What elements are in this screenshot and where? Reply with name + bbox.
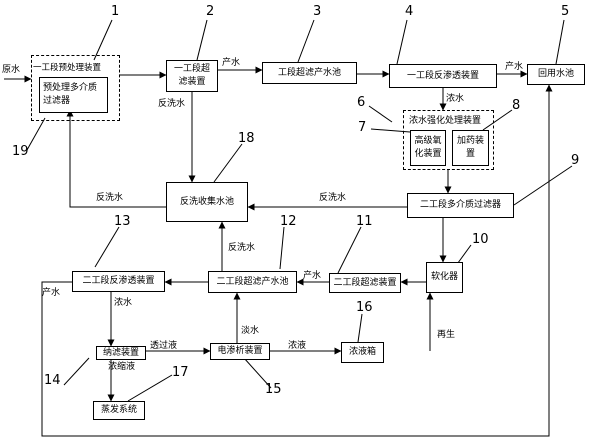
ref-number-3: 3 — [313, 4, 322, 19]
flow-fresh-ed: 淡水 — [241, 326, 260, 336]
reuse-water-tank-label: 回用水池 — [537, 69, 574, 79]
ro2-label: 二工段反渗透装置 — [82, 276, 155, 286]
raw-water-label: 原水 — [2, 65, 21, 75]
reuse-water-tank: 回用水池 — [527, 64, 585, 85]
flow-backwash-uf1: 反洗水 — [158, 99, 186, 109]
nf-label: 纳滤装置 — [102, 347, 139, 358]
concentrate-tank: 浓液箱 — [341, 342, 384, 363]
uf2-unit: 二工段超滤装置 — [329, 273, 401, 293]
ref-number-2: 2 — [206, 4, 215, 19]
flow-permeate-nf: 透过液 — [150, 341, 178, 351]
ref-number-19: 19 — [12, 144, 29, 159]
ref-number-8: 8 — [512, 98, 521, 113]
flow-product-uf1: 产水 — [222, 58, 241, 68]
flow-backwash-mmf: 反洗水 — [319, 193, 347, 203]
evaporation-system: 蒸发系统 — [93, 401, 145, 420]
ref-number-11: 11 — [356, 214, 373, 229]
evaporation-system-label: 蒸发系统 — [100, 405, 137, 415]
softener-unit: 软化器 — [426, 262, 463, 293]
flow-concentrate-ed: 浓液 — [288, 341, 307, 351]
ref-number-18: 18 — [238, 131, 255, 146]
flow-product-ro2: 产水 — [42, 288, 61, 298]
ro1-unit: 一工段反渗透装置 — [389, 64, 497, 88]
ref-number-9: 9 — [571, 153, 580, 168]
flow-regeneration: 再生 — [437, 330, 456, 340]
ro1-label: 一工段反渗透装置 — [406, 70, 479, 81]
pretreatment-group — [31, 55, 120, 121]
ref-number-12: 12 — [280, 214, 297, 229]
flow-product-uf2: 产水 — [303, 271, 322, 281]
ref-number-6: 6 — [357, 95, 366, 110]
flow-backwash-pre: 反洗水 — [96, 193, 124, 203]
uf-product-tank-1: 工段超滤产水池 — [262, 62, 357, 84]
flow-retentate-nf: 浓缩液 — [108, 362, 136, 372]
ref-number-5: 5 — [561, 4, 570, 19]
advanced-oxidation-label: 高级氧化装置 — [414, 136, 442, 159]
uf1-label: 一工段超滤装置 — [173, 64, 210, 87]
ro2-unit: 二工段反渗透装置 — [72, 271, 165, 292]
uf-product-tank-2-label: 二工段超滤产水池 — [216, 276, 289, 287]
concentrate-tank-label: 浓液箱 — [348, 347, 376, 357]
ed-unit: 电渗析装置 — [210, 343, 270, 360]
uf-product-tank-1-label: 工段超滤产水池 — [277, 67, 341, 78]
backwash-collection-tank-label: 反洗收集水池 — [179, 196, 234, 207]
ref-number-15: 15 — [265, 382, 282, 397]
nf-unit: 纳滤装置 — [96, 346, 146, 360]
pre-multimedia-filter: 预处理多介质过滤器 — [39, 77, 108, 113]
mmf2-unit: 二工段多介质过滤器 — [407, 193, 514, 218]
softener-label: 软化器 — [430, 272, 458, 282]
uf1-unit: 一工段超滤装置 — [166, 60, 218, 92]
ref-number-17: 17 — [172, 365, 189, 380]
pretreatment-group-title: 一工段预处理装置 — [33, 63, 102, 73]
ref-number-7: 7 — [358, 120, 367, 135]
ref-number-4: 4 — [405, 4, 414, 19]
ed-label: 电渗析装置 — [217, 346, 263, 356]
backwash-collection-tank: 反洗收集水池 — [166, 182, 248, 222]
mmf2-label: 二工段多介质过滤器 — [419, 200, 501, 210]
advanced-oxidation-unit: 高级氧化装置 — [410, 130, 446, 166]
flow-backwash-uf2: 反洗水 — [228, 243, 256, 253]
dosing-unit: 加药装置 — [452, 130, 489, 166]
flow-concentrate-ro1: 浓水 — [446, 94, 465, 104]
concentrate-treatment-group — [403, 110, 494, 170]
uf2-label: 二工段超滤装置 — [333, 277, 397, 288]
ref-number-10: 10 — [472, 232, 489, 247]
ref-number-16: 16 — [356, 300, 373, 315]
flow-concentrate-ro2: 浓水 — [114, 298, 133, 308]
uf-product-tank-2: 二工段超滤产水池 — [208, 271, 297, 293]
concentrate-treatment-title: 浓水强化处理装置 — [409, 116, 482, 126]
ref-number-14: 14 — [44, 373, 61, 388]
flow-product-ro1: 产水 — [505, 62, 524, 72]
dosing-label: 加药装置 — [456, 136, 484, 159]
ref-number-1: 1 — [111, 4, 120, 19]
ref-number-13: 13 — [114, 214, 131, 229]
pre-multimedia-filter-label: 预处理多介质过滤器 — [43, 83, 98, 106]
